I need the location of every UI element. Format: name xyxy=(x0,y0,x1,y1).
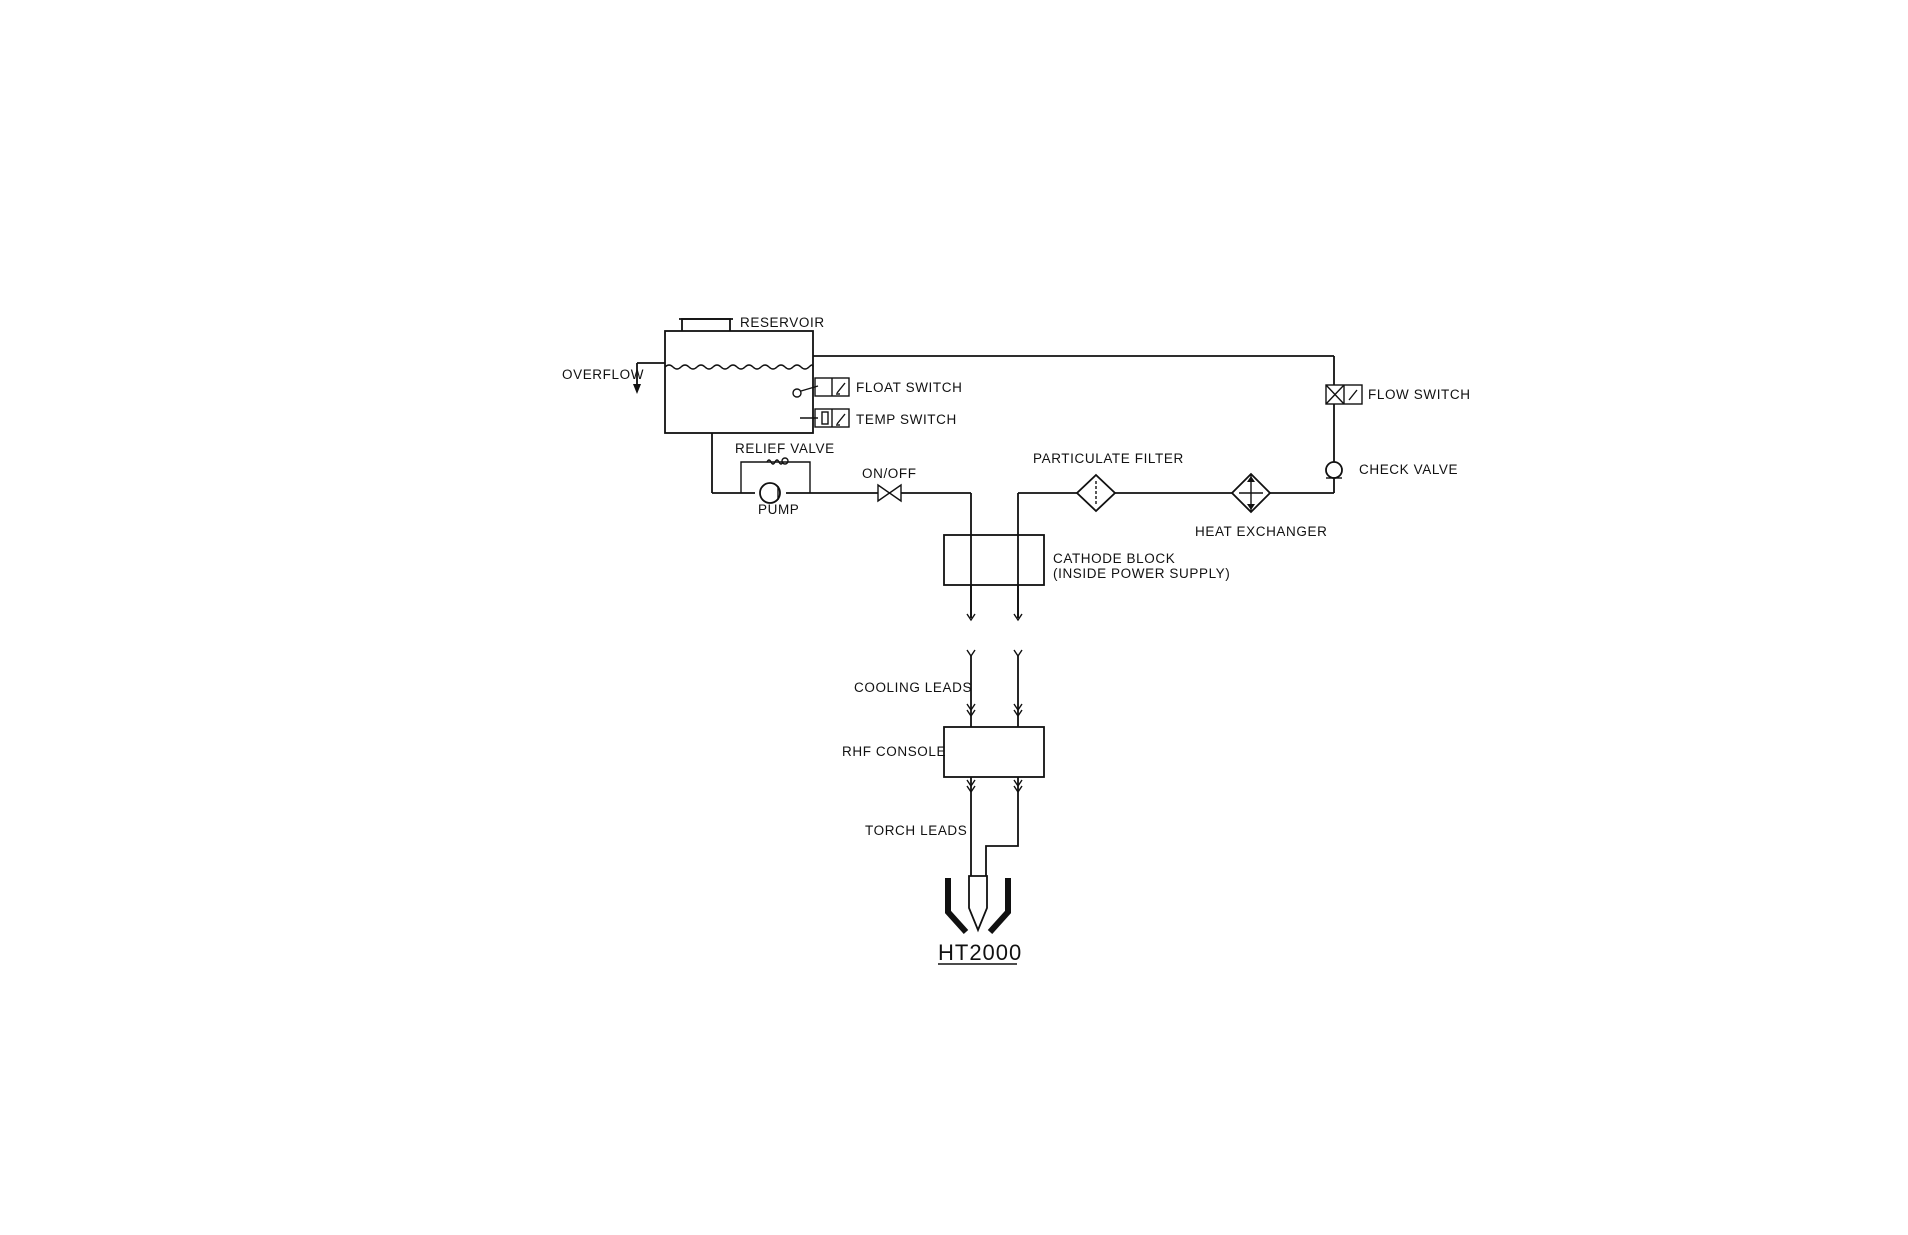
rhf-console-label: RHF CONSOLE xyxy=(842,744,946,759)
relief-valve-label: RELIEF VALVE xyxy=(735,441,835,456)
temp-switch-label: TEMP SWITCH xyxy=(856,412,957,427)
cooling-leads xyxy=(966,585,1023,718)
cooling-leads-label: COOLING LEADS xyxy=(854,680,972,695)
check-valve xyxy=(1325,461,1343,479)
pump xyxy=(759,482,781,504)
heat-exchanger xyxy=(1230,472,1272,514)
overflow-outlet xyxy=(633,362,665,394)
reservoir xyxy=(664,318,814,434)
relief-valve xyxy=(740,457,811,493)
cathode-block xyxy=(943,534,1045,586)
check-valve-label: CHECK VALVE xyxy=(1359,462,1458,477)
float-switch xyxy=(792,377,850,398)
torch xyxy=(945,875,1011,935)
flow-switch-label: FLOW SWITCH xyxy=(1368,387,1471,402)
water-level-wave xyxy=(664,364,814,370)
cathode-block-note: (INSIDE POWER SUPPLY) xyxy=(1053,566,1230,581)
heat-exchanger-label: HEAT EXCHANGER xyxy=(1195,524,1327,539)
rhf-console xyxy=(943,726,1045,778)
supply-line xyxy=(711,433,972,618)
on-off-valve xyxy=(877,483,902,503)
float-switch-label: FLOAT SWITCH xyxy=(856,380,962,395)
cathode-block-label: CATHODE BLOCK xyxy=(1053,551,1175,566)
reservoir-label: RESERVOIR xyxy=(740,315,825,330)
on-off-label: ON/OFF xyxy=(862,466,917,481)
particulate-filter-label: PARTICULATE FILTER xyxy=(1033,451,1184,466)
flow-switch xyxy=(1325,384,1363,405)
torch-leads xyxy=(966,777,1023,876)
particulate-filter xyxy=(1075,473,1117,513)
pump-label: PUMP xyxy=(758,502,799,517)
return-line xyxy=(813,355,1335,618)
torch-leads-label: TORCH LEADS xyxy=(865,823,967,838)
temp-switch xyxy=(800,408,850,428)
overflow-label: OVERFLOW xyxy=(562,367,644,382)
torch-model-label: HT2000 xyxy=(938,940,1022,965)
